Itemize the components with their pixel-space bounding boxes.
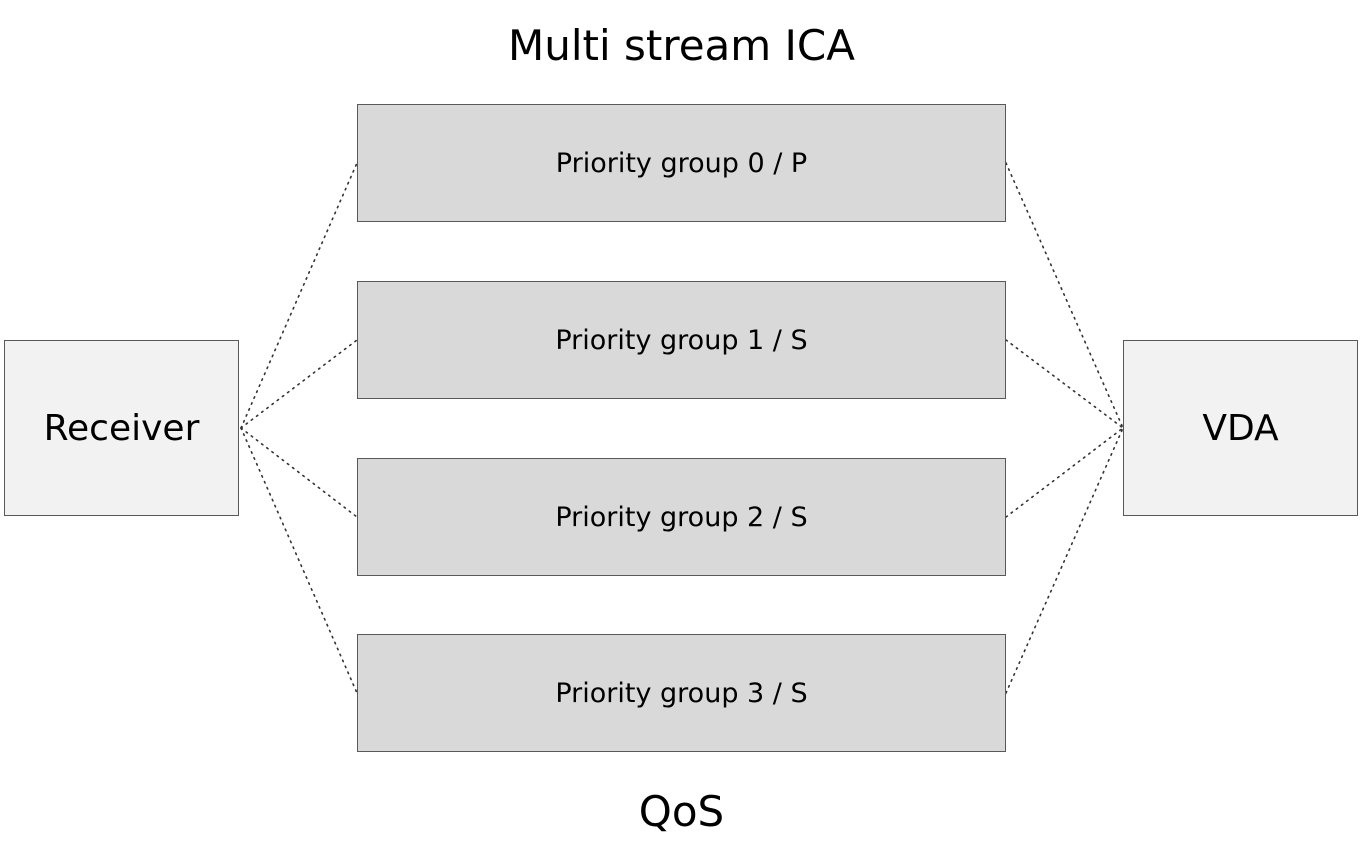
vda-node: VDA xyxy=(1123,340,1358,516)
vda-label: VDA xyxy=(1202,407,1279,449)
connector-receiver-group-1 xyxy=(240,339,358,429)
connector-group-0-vda xyxy=(1005,162,1124,429)
diagram-footer-label: QoS xyxy=(638,787,725,836)
connector-group-3-vda xyxy=(1005,427,1124,694)
priority-group-1-label: Priority group 1 / S xyxy=(555,324,808,356)
priority-group-3: Priority group 3 / S xyxy=(357,634,1006,752)
connector-group-1-vda xyxy=(1005,339,1124,429)
receiver-node: Receiver xyxy=(4,340,239,516)
priority-group-0-label: Priority group 0 / P xyxy=(555,147,808,179)
connector-group-2-vda xyxy=(1005,427,1124,518)
receiver-label: Receiver xyxy=(43,407,200,449)
connector-receiver-group-2 xyxy=(240,427,358,518)
connector-receiver-group-0 xyxy=(240,162,358,429)
priority-group-1: Priority group 1 / S xyxy=(357,281,1006,399)
connector-receiver-group-3 xyxy=(240,427,358,694)
priority-group-3-label: Priority group 3 / S xyxy=(555,677,808,709)
priority-group-0: Priority group 0 / P xyxy=(357,104,1006,222)
priority-group-2-label: Priority group 2 / S xyxy=(555,501,808,533)
priority-group-2: Priority group 2 / S xyxy=(357,458,1006,576)
diagram-title: Multi stream ICA xyxy=(508,21,855,70)
